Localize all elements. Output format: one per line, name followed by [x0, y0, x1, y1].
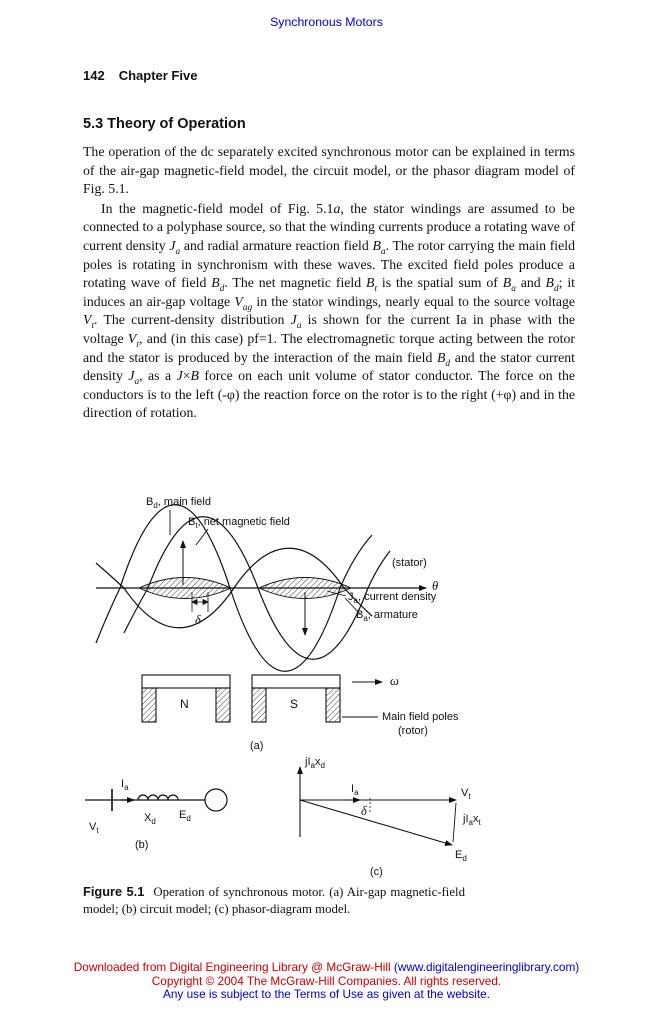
label-pole-n: N [180, 697, 189, 711]
inductor-coil [137, 794, 179, 801]
label-part-b: (b) [135, 839, 149, 851]
label-ja-current-density: Ja, current density [348, 591, 437, 606]
label-rotor: (rotor) [398, 725, 428, 737]
label-vt-phasor: Vt [461, 787, 471, 802]
label-jiaxd-phasor: jIaxd [305, 756, 325, 771]
paragraph-1: The operation of the dc separately excit… [83, 144, 575, 197]
machine-circle [204, 788, 228, 812]
footer-download-text: Downloaded from Digital Engineering Libr… [73, 960, 394, 974]
footer-library-link[interactable]: (www.digitalengineeringlibrary.com) [393, 960, 580, 974]
figure-diagram [85, 504, 457, 846]
page-footer: Downloaded from Digital Engineering Libr… [0, 960, 653, 1002]
phasor-diagram [297, 766, 457, 846]
section-heading: 5.3 Theory of Operation [83, 116, 246, 132]
ja-label-leader [326, 590, 347, 597]
label-bd-main-field: Bd, main field [146, 496, 211, 511]
footer-copyright: Copyright © 2004 The McGraw-Hill Compani… [151, 973, 502, 988]
label-ia-circuit: Ia [121, 778, 129, 793]
ja-lens-right [257, 577, 353, 599]
footer-terms-link[interactable]: Any use is subject to the Terms of Use a… [163, 987, 490, 1002]
running-head[interactable]: Synchronous Motors [270, 15, 383, 29]
body-text: The operation of the dc separately excit… [83, 143, 575, 423]
main-field-poles-diagram [141, 674, 383, 723]
label-bt-net-field: Bt, net magnetic field [188, 516, 290, 531]
figure-caption-text: Operation of synchronous motor. (a) Air-… [83, 885, 465, 916]
phasor-ed-line [299, 799, 453, 846]
label-ia-phasor: Ia [351, 783, 359, 798]
pole-s-shape [251, 674, 341, 723]
label-jiaxt-phasor: jIaxt [463, 813, 481, 828]
label-part-c: (c) [370, 866, 383, 878]
figure-caption-label: Figure 5.1 [83, 884, 145, 899]
label-delta-phasor: δ [361, 804, 367, 818]
bt-label-leader [195, 528, 209, 546]
ba-label-leader [344, 597, 361, 615]
label-stator: (stator) [392, 557, 427, 569]
circuit-model-diagram [85, 788, 228, 812]
label-ba-armature: Ba, armature [356, 609, 418, 624]
label-ed-phasor: Ed [455, 849, 467, 864]
chapter-title: Chapter Five [118, 68, 198, 83]
label-main-field-poles: Main field poles [382, 711, 459, 723]
footer-line-1: Downloaded from Digital Engineering Libr… [0, 960, 653, 975]
label-pole-s: S [290, 697, 299, 711]
figure-5-1: Bd, main field Bt, net magnetic field (s… [80, 495, 580, 880]
phasor-drop-line [452, 802, 457, 843]
pole-n-shape [141, 674, 231, 723]
airgap-field-diagram [95, 504, 427, 672]
label-delta-a: δ [195, 613, 201, 627]
page-number: 142 [83, 68, 105, 83]
label-theta: θ [432, 579, 439, 593]
label-part-a: (a) [250, 740, 264, 752]
delta-marker [191, 592, 209, 612]
paragraph-2: In the magnetic-field model of Fig. 5.1a… [83, 200, 575, 421]
ja-lens-left [137, 577, 233, 599]
page-header: 142 Chapter Five [83, 68, 197, 83]
label-ed-circuit: Ed [179, 809, 191, 824]
label-xd-circuit: Xd [144, 812, 156, 827]
label-omega: ω [390, 674, 399, 688]
label-vt-circuit: Vt [89, 821, 99, 836]
